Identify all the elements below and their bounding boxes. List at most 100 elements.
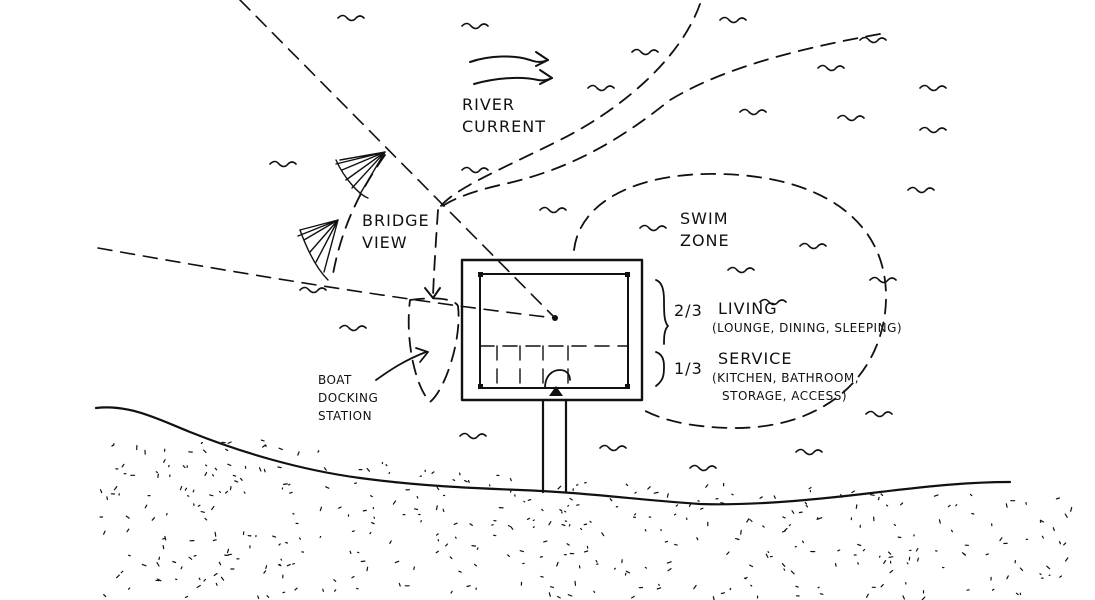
sand-dot bbox=[705, 484, 709, 488]
water-ripple bbox=[599, 444, 627, 452]
sand-dot bbox=[99, 489, 103, 494]
sand-dot bbox=[743, 577, 747, 580]
sight-line-diagonal bbox=[239, 0, 556, 319]
sand-dot bbox=[1052, 527, 1055, 532]
sand-dot bbox=[795, 585, 799, 588]
sand-dot bbox=[164, 535, 167, 541]
boat-dock-pointer-head bbox=[415, 347, 429, 363]
sand-dot bbox=[1064, 513, 1068, 518]
label-living-detail: (LOUNGE, DINING, SLEEPING) bbox=[712, 321, 902, 335]
sand-dot bbox=[851, 490, 855, 494]
sand-dot bbox=[819, 593, 824, 595]
sand-dot bbox=[351, 575, 355, 579]
sand-dot bbox=[474, 563, 477, 567]
sand-dot bbox=[1019, 567, 1024, 571]
sand-dot bbox=[229, 486, 232, 491]
sand-dot bbox=[414, 508, 419, 511]
sand-dot bbox=[902, 595, 905, 600]
sand-dot bbox=[445, 543, 449, 547]
water-ripple bbox=[739, 108, 767, 116]
sand-dot bbox=[197, 504, 201, 507]
sand-dot bbox=[265, 565, 268, 569]
sand-dot bbox=[561, 524, 566, 527]
sand-dot bbox=[226, 548, 230, 554]
sand-dot bbox=[548, 592, 551, 597]
sand-dot bbox=[625, 570, 631, 574]
sand-dot bbox=[200, 511, 205, 513]
sand-dot bbox=[366, 467, 370, 472]
label-service-detail-1: (KITCHEN, BATHROOM, bbox=[712, 371, 859, 385]
sand-dot bbox=[735, 538, 740, 541]
water-ripple bbox=[795, 448, 823, 456]
sand-dot bbox=[509, 478, 512, 482]
sand-dot bbox=[720, 592, 726, 595]
house-outer-wall bbox=[460, 258, 644, 402]
sand-dot bbox=[187, 495, 190, 497]
sand-dot bbox=[436, 533, 439, 536]
sand-dot bbox=[765, 553, 769, 558]
sand-dot bbox=[257, 595, 260, 599]
sand-dot bbox=[1039, 519, 1045, 523]
sand-dot bbox=[893, 523, 896, 526]
sand-dot bbox=[385, 464, 388, 467]
sand-dot bbox=[449, 556, 453, 560]
water-ripple bbox=[719, 16, 747, 24]
sand-dot bbox=[398, 582, 401, 587]
sand-dot bbox=[266, 595, 270, 598]
sand-dot bbox=[917, 557, 920, 562]
sand-dot bbox=[746, 518, 750, 523]
sand-dot bbox=[435, 550, 439, 554]
sand-dot bbox=[749, 518, 753, 523]
sand-dot bbox=[369, 531, 372, 535]
label-living-ratio: 2/3 bbox=[674, 301, 703, 320]
water-ripple bbox=[539, 206, 567, 214]
water-ripple bbox=[459, 432, 487, 440]
sand-dot bbox=[225, 490, 228, 494]
sand-dot bbox=[1039, 573, 1042, 576]
sand-dot bbox=[593, 590, 596, 593]
sand-dot bbox=[559, 509, 563, 512]
sand-dot bbox=[278, 543, 281, 546]
sand-dot bbox=[609, 498, 613, 502]
sand-dot bbox=[113, 486, 118, 491]
sand-dot bbox=[933, 494, 939, 497]
sand-dot bbox=[272, 535, 277, 538]
sand-dot bbox=[319, 535, 322, 538]
water-ripple bbox=[631, 48, 659, 56]
sand-dot bbox=[282, 591, 286, 594]
sand-dot bbox=[855, 504, 858, 509]
sand-dot bbox=[567, 594, 573, 597]
sand-dot bbox=[212, 539, 217, 542]
sand-dot bbox=[696, 537, 699, 541]
sand-dot bbox=[808, 486, 812, 490]
sand-dot bbox=[163, 459, 166, 463]
sand-dot bbox=[969, 493, 973, 497]
sand-dot bbox=[783, 568, 786, 571]
bridge-fan-upper bbox=[335, 151, 386, 199]
sand-dot bbox=[915, 547, 919, 552]
sand-dot bbox=[999, 537, 1003, 542]
sand-dot bbox=[731, 493, 734, 496]
sand-dot bbox=[277, 466, 282, 469]
sand-dot bbox=[232, 474, 237, 477]
sand-dot bbox=[740, 529, 742, 535]
sand-dot bbox=[1058, 541, 1062, 545]
sand-dot bbox=[595, 559, 598, 563]
sand-dot bbox=[1065, 557, 1069, 562]
sand-dot bbox=[493, 534, 497, 537]
sand-dot bbox=[469, 523, 473, 526]
water-ripple bbox=[859, 36, 887, 44]
sand-dot bbox=[667, 568, 672, 572]
sand-dot bbox=[156, 578, 162, 582]
sand-dot bbox=[750, 584, 753, 587]
sand-dot bbox=[693, 584, 697, 590]
sand-dot bbox=[263, 570, 267, 574]
sand-dot bbox=[288, 483, 291, 486]
label-zone: ZONE bbox=[680, 231, 730, 250]
sand-dot bbox=[557, 595, 561, 599]
sand-dot bbox=[454, 536, 457, 539]
label-view: VIEW bbox=[362, 233, 408, 252]
sand-dot bbox=[184, 595, 189, 598]
sand-dot bbox=[666, 561, 672, 564]
